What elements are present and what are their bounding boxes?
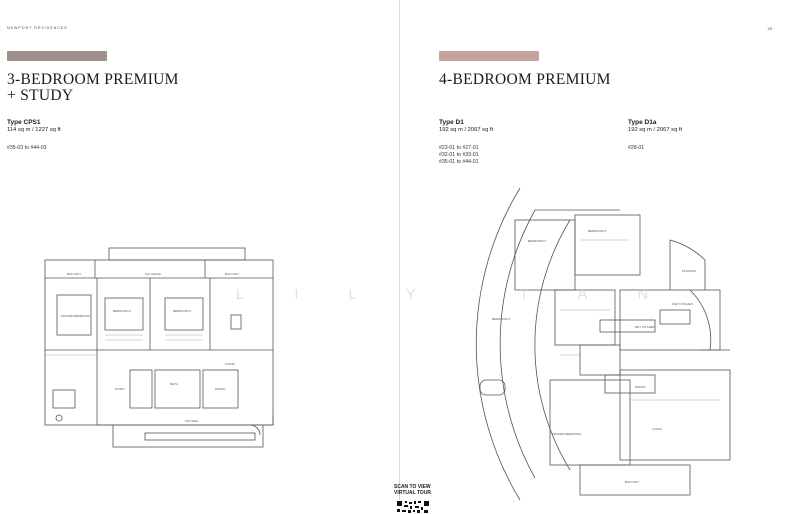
plan-label-ac-ledge: A/C LEDGE [145,272,161,276]
plan-label-bed3: BEDROOM 3 [173,309,191,313]
left-unit-list: #35-03 to #44-03 [7,145,47,152]
plan-label-bed3-4br: BEDROOM 3 [588,229,606,233]
right-title: 4-BEDROOM PREMIUM [439,71,611,88]
type-d1-unit-item: #32-01 to #33-01 [439,152,479,159]
page-number: 43 [767,26,772,31]
plan-label-living-4br: LIVING [652,427,663,431]
type-d1a-name: Type D1a [628,119,657,126]
plan-label-bed4-4br: BEDROOM 4 [492,317,510,321]
left-title-line1: 3-BEDROOM PREMIUM [7,71,179,88]
type-d1-area: 192 sq m / 2067 sq ft [439,127,494,133]
floor-plan-3br: BALCONY A/C LEDGE BALCONY MASTER BEDROOM… [44,247,274,448]
plan-label-balcony-4br: BALCONY [625,480,639,484]
plan-label-bed2: BEDROOM 2 [113,309,131,313]
plan-label-planter-4br: PLANTER [682,269,697,273]
scan-line1: SCAN TO VIEW [394,484,431,490]
plan-label-dining: DINING [215,387,226,391]
plan-label-kitchen-4br: DRY KITCHEN [635,325,655,329]
scan-line2: VIRTUAL TOUR [394,490,432,496]
scan-caption: SCAN TO VIEW VIRTUAL TOUR [394,484,431,496]
plan-label-master-4br: MASTER BEDROOM [552,432,581,436]
plan-label-study: STUDY [115,387,125,391]
type-d1a-unit-item: #28-01 [628,145,645,151]
plan-label-balcony-left: BALCONY [67,272,81,276]
left-title: 3-BEDROOM PREMIUM + STUDY [7,72,179,104]
plan-label-bed2-4br: BEDROOM 2 [528,239,546,243]
left-unit-item: #35-03 to #44-03 [7,145,47,151]
plan-label-living: LIVING [225,362,236,366]
left-type-name: Type CPS1 [7,119,41,126]
qr-code-icon[interactable] [396,500,430,514]
plan-label-kitchen: KITCHEN [185,419,198,423]
type-d1-unit-list: #23-01 to #27-01 #32-01 to #33-01 #35-01… [439,145,479,167]
right-color-bar [439,51,539,61]
type-d1-unit-item: #35-01 to #44-01 [439,159,479,166]
plan-label-master: MASTER BEDROOM [61,314,90,318]
type-d1a-unit-list: #28-01 [628,145,644,152]
project-header: NEWPORT RESIDENCES [7,26,68,30]
plan-label-balcony-right: BALCONY [225,272,239,276]
plan-label-wet-kitchen-4br: WET KITCHEN [672,302,693,306]
plan-label-dining-4br: DINING [635,385,646,389]
right-page: 43 4-BEDROOM PREMIUM Type D1 192 sq m / … [400,0,800,514]
floor-plan-4br: BEDROOM 2 BEDROOM 3 BEDROOM 4 MASTER BED… [475,187,731,501]
type-d1-name: Type D1 [439,119,464,126]
left-color-bar [7,51,107,61]
type-d1-unit-item: #23-01 to #27-01 [439,145,479,151]
type-d1a-area: 192 sq m / 2067 sq ft [628,127,683,133]
left-page: NEWPORT RESIDENCES 3-BEDROOM PREMIUM + S… [7,26,274,448]
left-title-line2: + STUDY [7,87,74,104]
plan-label-bath: BATH [170,382,178,386]
watermark-text: LILY TAN [236,286,699,303]
left-type-area: 114 sq m / 1227 sq ft [7,127,61,133]
